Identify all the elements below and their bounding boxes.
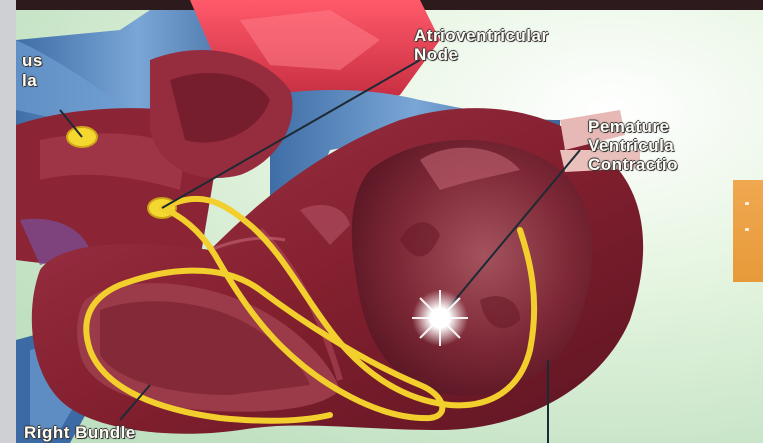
av-node-label-line2: Node: [414, 46, 459, 63]
sa-node-label-line1: us: [22, 52, 43, 69]
orange-side-panel: [733, 180, 763, 282]
av-node-label-line1: Atrioventricular: [414, 27, 549, 44]
pvc-label-line2: Ventricula: [588, 137, 674, 154]
sa-node-label-line2: la: [22, 72, 37, 89]
pvc-label-line3: Contractio: [588, 156, 678, 173]
left-border-strip: [0, 0, 16, 443]
right-bundle-label: Right Bundle: [24, 424, 136, 441]
pvc-label-line1: Pemature: [588, 118, 669, 135]
